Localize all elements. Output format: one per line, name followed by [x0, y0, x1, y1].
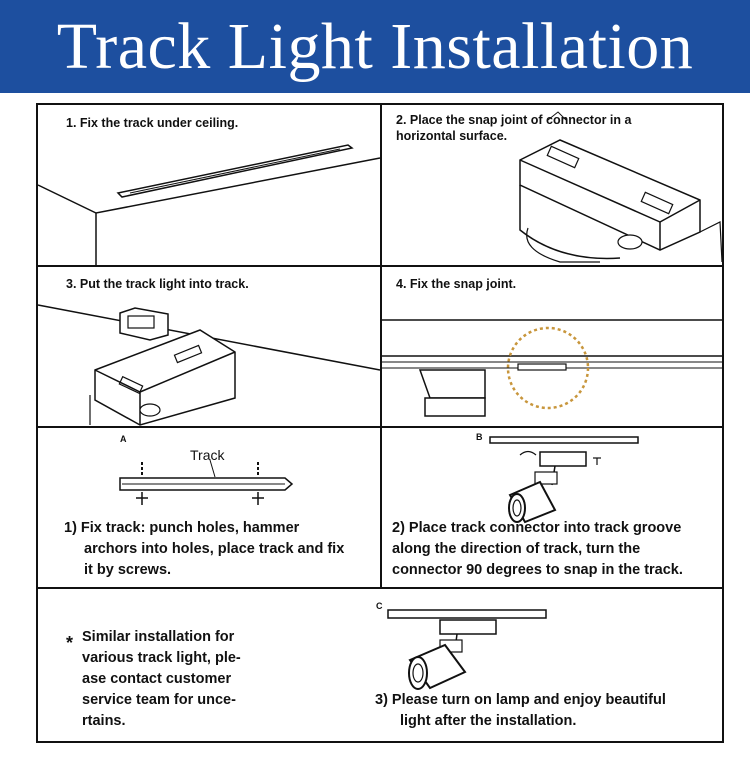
panel-b-text-line1: 2) Place track connector into track groo…	[392, 520, 682, 536]
note-line3: ase contact customer	[82, 671, 232, 687]
panel-c-text-line2: light after the installation.	[400, 713, 577, 729]
panel-a-text-line1: 1) Fix track: punch holes, hammer	[64, 520, 300, 536]
note-line5: rtains.	[82, 713, 126, 729]
note-line2: various track light, ple-	[82, 650, 241, 666]
panel-a-text-line3: it by screws.	[84, 562, 172, 578]
grid-divider-row2	[37, 426, 723, 428]
step-2-caption-line2: horizontal surface.	[396, 129, 508, 143]
step-2-caption-line1: 2. Place the snap joint of connector in …	[396, 113, 632, 127]
step-1-caption: 1. Fix the track under ceiling.	[66, 116, 239, 130]
note-line1: Similar installation for	[82, 629, 235, 645]
page-title: Track Light Installation	[56, 9, 694, 83]
step-3-caption: 3. Put the track light into track.	[66, 277, 249, 291]
grid-divider-row1	[37, 265, 723, 267]
note-line4: service team for unce-	[82, 692, 236, 708]
panel-a-letter: A	[120, 434, 127, 444]
step-4-caption: 4. Fix the snap joint.	[396, 277, 517, 291]
grid-divider-row3	[37, 587, 723, 589]
panel-b-letter: B	[476, 432, 483, 442]
panel-b-text-line2: along the direction of track, turn the	[392, 541, 641, 557]
panel-a-text-line2: archors into holes, place track and fix	[84, 541, 345, 557]
grid-divider-vertical-top	[380, 104, 382, 587]
panel-b-text-line3: connector 90 degrees to snap in the trac…	[392, 562, 683, 578]
track-label: Track	[190, 447, 225, 463]
panel-c-text-line1: 3) Please turn on lamp and enjoy beautif…	[375, 692, 666, 708]
panel-c-letter: C	[376, 601, 383, 611]
title-banner: Track Light Installation	[0, 0, 750, 93]
note-star: *	[66, 633, 74, 653]
